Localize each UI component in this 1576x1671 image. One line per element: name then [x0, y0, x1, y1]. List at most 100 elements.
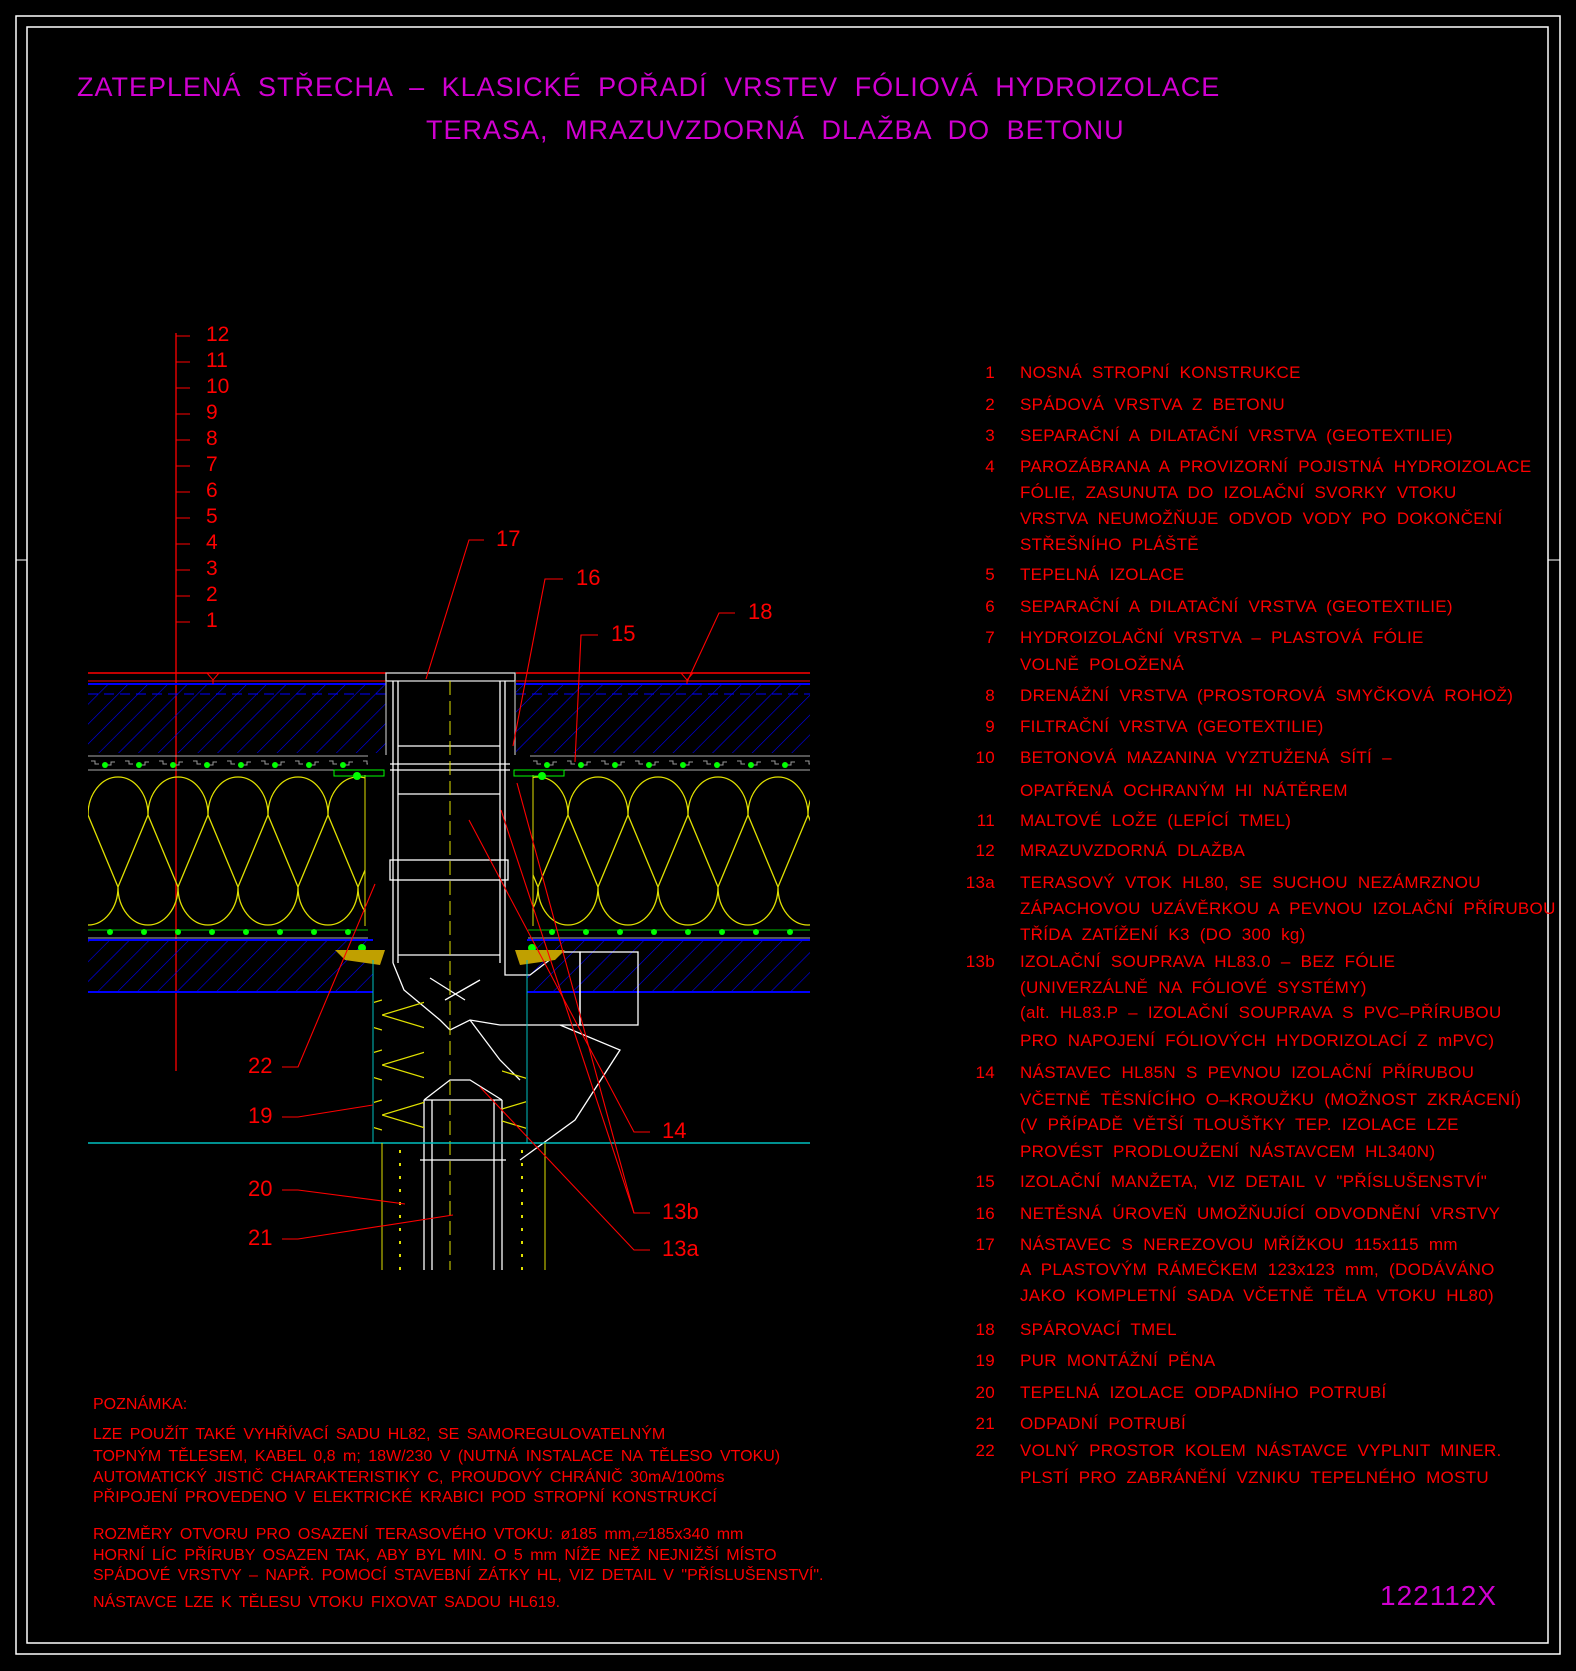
roof-layers — [88, 672, 810, 993]
inner-frame — [26, 26, 1549, 1644]
legend-text: TŘÍDA ZATÍŽENÍ K3 (DO 300 kg) — [1020, 925, 1306, 944]
legend-number: 1 — [985, 363, 995, 382]
legend-number: 21 — [975, 1414, 995, 1433]
legend-text: PAROZÁBRANA A PROVIZORNÍ POJISTNÁ HYDROI… — [1020, 457, 1532, 476]
pur-foam — [335, 950, 565, 965]
legend-text: BETONOVÁ MAZANINA VYZTUŽENÁ SÍTÍ – — [1020, 748, 1392, 767]
note-line: HORNÍ LÍC PŘÍRUBY OSAZEN TAK, ABY BYL MI… — [93, 1547, 777, 1564]
legend-text: SPÁROVACÍ TMEL — [1020, 1320, 1177, 1339]
legend-text: SEPARAČNÍ A DILATAČNÍ VRSTVA (GEOTEXTILI… — [1020, 597, 1453, 616]
legend-text: VRSTVA NEUMOŽŇUJE ODVOD VODY PO DOKONČEN… — [1020, 509, 1503, 528]
legend-text: MRAZUVZDORNÁ DLAŽBA — [1020, 841, 1246, 860]
legend-text: OPATŘENÁ OCHRANÝM HI NÁTĚREM — [1020, 781, 1348, 800]
legend-number: 6 — [985, 597, 995, 616]
callout-label: 14 — [662, 1118, 687, 1143]
legend-text: NOSNÁ STROPNÍ KONSTRUKCE — [1020, 363, 1301, 382]
callout-label: 17 — [496, 526, 521, 551]
legend-number: 4 — [985, 457, 995, 476]
scale-label: 7 — [206, 453, 218, 476]
callout-label: 18 — [748, 599, 773, 624]
legend-number: 8 — [985, 686, 995, 705]
legend-number: 7 — [985, 628, 995, 647]
scale-label: 12 — [206, 323, 230, 346]
legend-text: PROVÉST PRODLOUŽENÍ NÁSTAVCEM HL340N) — [1020, 1142, 1436, 1161]
legend-number: 9 — [985, 717, 995, 736]
scale-label: 4 — [206, 531, 218, 554]
drain-seals — [333, 769, 565, 952]
legend-text: (UNIVERZÁLNĚ NA FÓLIOVÉ SYSTÉMY) — [1020, 978, 1367, 997]
callout-label: 16 — [576, 565, 601, 590]
legend-text: NÁSTAVEC S NEREZOVOU MŘÍŽKOU 115x115 mm — [1020, 1235, 1458, 1254]
note-line: ROZMĚRY OTVORU PRO OSAZENÍ TERASOVÉHO VT… — [93, 1526, 744, 1543]
legend-number: 17 — [975, 1235, 995, 1254]
legend-text: DRENÁŽNÍ VRSTVA (PROSTOROVÁ SMYČKOVÁ ROH… — [1020, 686, 1514, 705]
scale-label: 9 — [206, 401, 218, 424]
note-line: PŘIPOJENÍ PROVEDENO V ELEKTRICKÉ KRABICI… — [93, 1489, 717, 1506]
legend-text: FÓLIE, ZASUNUTA DO IZOLAČNÍ SVORKY VTOKU — [1020, 483, 1457, 502]
legend-text: NETĚSNÁ ÚROVEŇ UMOŽŇUJÍCÍ ODVODNĚNÍ VRST… — [1020, 1204, 1501, 1223]
legend-number: 16 — [975, 1204, 995, 1223]
callout-label: 13b — [662, 1199, 699, 1224]
callout-label: 22 — [248, 1053, 273, 1078]
legend-text: HYDROIZOLAČNÍ VRSTVA – PLASTOVÁ FÓLIE — [1020, 628, 1424, 647]
legend-text: FILTRAČNÍ VRSTVA (GEOTEXTILIE) — [1020, 717, 1324, 736]
note-line: NÁSTAVCE LZE K TĚLESU VTOKU FIXOVAT SADO… — [93, 1594, 561, 1611]
title-line-1: ZATEPLENÁ STŘECHA – KLASICKÉ POŘADÍ VRST… — [77, 72, 1221, 102]
outer-frame — [15, 15, 1561, 1655]
note-line: TOPNÝM TĚLESEM, KABEL 0,8 m; 18W/230 V (… — [93, 1448, 781, 1465]
callout-label: 13a — [662, 1236, 699, 1261]
scale-label: 10 — [206, 375, 230, 398]
legend-number: 15 — [975, 1172, 995, 1191]
legend-text: VOLNĚ POLOŽENÁ — [1020, 655, 1185, 674]
scale-label: 6 — [206, 479, 218, 502]
callout-label: 21 — [248, 1225, 273, 1250]
legend-text: TERASOVÝ VTOK HL80, SE SUCHOU NEZÁMRZNOU — [1020, 873, 1481, 892]
title-line-2: TERASA, MRAZUVZDORNÁ DLAŽBA DO BETONU — [426, 115, 1125, 145]
legend-text: (V PŘÍPADĚ VĚTŠÍ TLOUŠŤKY TEP. IZOLACE L… — [1020, 1115, 1459, 1134]
legend-text: VOLNÝ PROSTOR KOLEM NÁSTAVCE VYPLNIT MIN… — [1020, 1441, 1502, 1460]
legend-number: 12 — [975, 841, 995, 860]
legend-text: TEPELNÁ IZOLACE ODPADNÍHO POTRUBÍ — [1020, 1383, 1387, 1402]
note-heading: POZNÁMKA: — [93, 1396, 188, 1413]
legend-text: STŘEŠNÍHO PLÁŠTĚ — [1020, 535, 1199, 554]
legend-number: 2 — [985, 395, 995, 414]
legend-number: 13b — [965, 952, 995, 971]
legend-text: (alt. HL83.P – IZOLAČNÍ SOUPRAVA S PVC–P… — [1020, 1003, 1502, 1022]
scale-label: 8 — [206, 427, 218, 450]
legend-text: NÁSTAVEC HL85N S PEVNOU IZOLAČNÍ PŘÍRUBO… — [1020, 1063, 1475, 1082]
note-line: SPÁDOVÉ VRSTVY – NAPŘ. POMOCÍ STAVEBNÍ Z… — [93, 1567, 824, 1584]
legend-text: VČETNĚ TĚSNÍCÍHO O–KROUŽKU (MOŽNOST ZKRÁ… — [1020, 1090, 1522, 1109]
legend-text: TEPELNÁ IZOLACE — [1020, 565, 1185, 584]
legend-number: 3 — [985, 426, 995, 445]
legend-text: PRO NAPOJENÍ FÓLIOVÝCH HYDORIZOLACÍ Z mP… — [1020, 1031, 1495, 1050]
note-line: AUTOMATICKÝ JISTIČ CHARAKTERISTIKY C, PR… — [93, 1469, 725, 1486]
legend-text: PLSTÍ PRO ZABRÁNĚNÍ VZNIKU TEPELNÉHO MOS… — [1020, 1468, 1489, 1487]
legend-text: PUR MONTÁŽNÍ PĚNA — [1020, 1351, 1216, 1370]
legend-number: 22 — [975, 1441, 995, 1460]
legend-number: 13a — [965, 873, 995, 892]
legend-number: 19 — [975, 1351, 995, 1370]
legend-text: ODPADNÍ POTRUBÍ — [1020, 1414, 1186, 1433]
callout-label: 20 — [248, 1176, 273, 1201]
legend-text: IZOLAČNÍ SOUPRAVA HL83.0 – BEZ FÓLIE — [1020, 952, 1396, 971]
callout-label: 19 — [248, 1103, 273, 1128]
scale-label: 1 — [206, 609, 218, 632]
legend-text: MALTOVÉ LOŽE (LEPÍCÍ TMEL) — [1020, 811, 1292, 830]
legend-text: IZOLAČNÍ MANŽETA, VIZ DETAIL V "PŘÍSLUŠE… — [1020, 1172, 1488, 1191]
legend-number: 11 — [976, 811, 995, 830]
note-line: LZE POUŽÍT TAKÉ VYHŘÍVACÍ SADU HL82, SE … — [93, 1426, 666, 1443]
leader-lines — [282, 539, 735, 1251]
scale-label: 5 — [206, 505, 218, 528]
legend-text: JAKO KOMPLETNÍ SADA VČETNĚ TĚLA VTOKU HL… — [1020, 1286, 1495, 1305]
scale-label: 11 — [206, 349, 228, 372]
legend-text: SPÁDOVÁ VRSTVA Z BETONU — [1020, 395, 1285, 414]
legend-text: A PLASTOVÝM RÁMEČKEM 123x123 mm, (DODÁVÁ… — [1020, 1260, 1495, 1279]
legend-text: SEPARAČNÍ A DILATAČNÍ VRSTVA (GEOTEXTILI… — [1020, 426, 1453, 445]
drawing-code: 122112X — [1380, 1580, 1498, 1611]
scale-label: 3 — [206, 557, 218, 580]
legend-number: 10 — [975, 748, 995, 767]
legend-number: 18 — [975, 1320, 995, 1339]
legend-number: 14 — [975, 1063, 995, 1082]
